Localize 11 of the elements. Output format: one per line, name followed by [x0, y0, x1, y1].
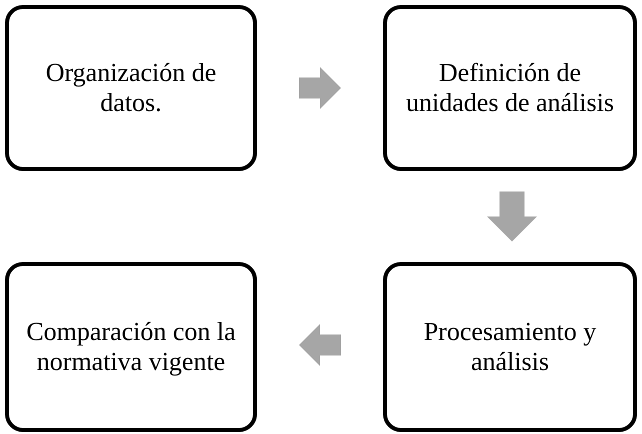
process-box [5, 5, 257, 171]
block-arrow [487, 192, 537, 242]
process-box [383, 262, 637, 432]
block-arrow [299, 324, 341, 366]
step-text: Definición de unidades de análisis [405, 58, 615, 118]
block-arrow [299, 67, 341, 109]
step-text: Comparación con la normativa vigente [25, 317, 237, 377]
step-text: Procesamiento y análisis [422, 317, 598, 377]
step-text: Organización de datos. [44, 58, 218, 118]
process-box [383, 5, 637, 171]
process-box [5, 262, 257, 432]
